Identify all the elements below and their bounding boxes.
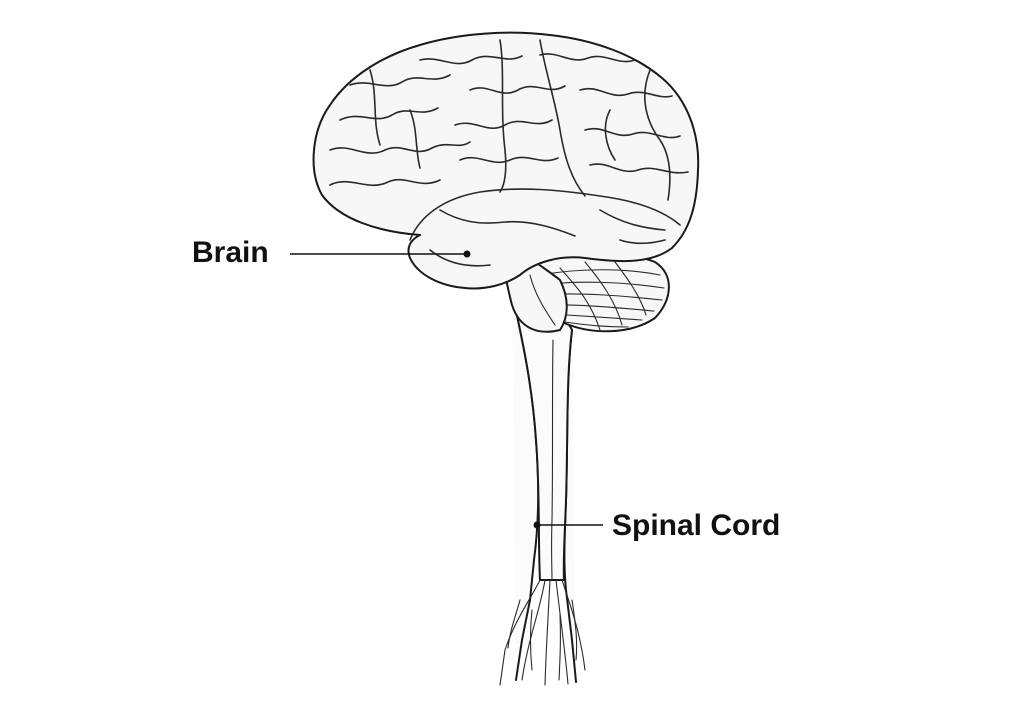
spinal-cord-label: Spinal Cord [612, 509, 780, 542]
spinal-cord-label-group: Spinal Cord [533, 509, 780, 542]
spinal-cord-pointer-dot [533, 521, 541, 529]
cerebrum [312, 31, 700, 290]
spinal-cord [499, 291, 586, 686]
brain-label-group: Brain [192, 236, 471, 269]
brain-label: Brain [192, 236, 269, 269]
brain-pointer-dot [463, 250, 471, 258]
